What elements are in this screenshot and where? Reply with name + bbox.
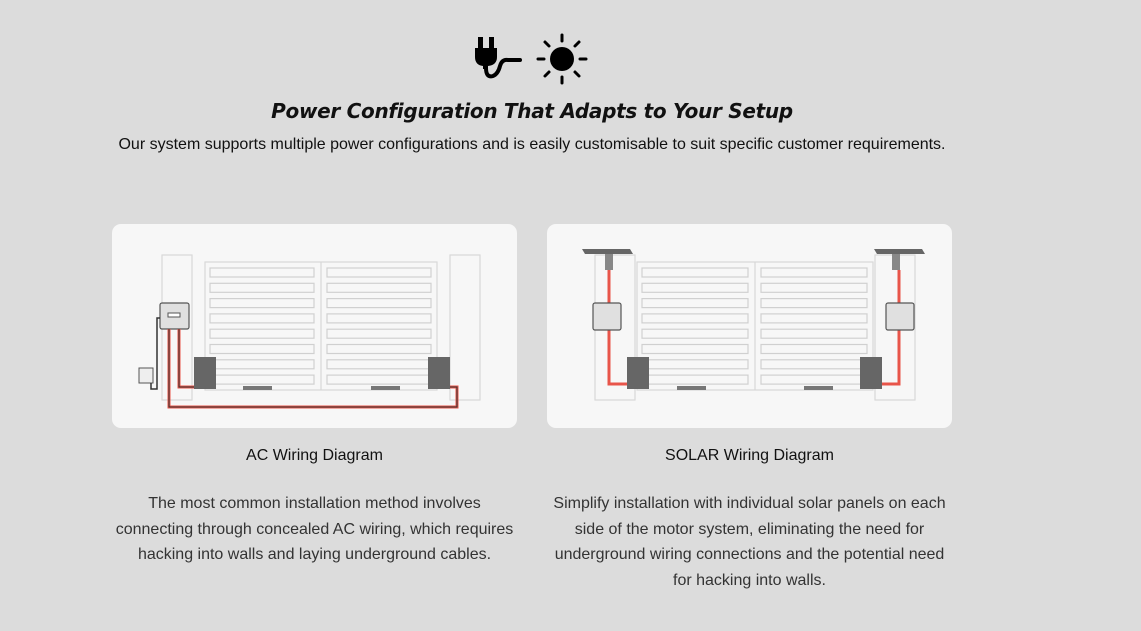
gate-slat	[641, 313, 749, 324]
gate-slat	[326, 374, 432, 385]
solar-description: Simplify installation with individual so…	[553, 495, 946, 589]
gate-slat	[209, 343, 315, 355]
gate-slat	[326, 297, 432, 309]
gate-slat	[641, 374, 749, 385]
gate-slat	[209, 359, 315, 370]
gate-slat	[641, 343, 749, 355]
page-subtitle: Our system supports multiple power confi…	[118, 136, 946, 153]
ac-caption: AC Wiring Diagram	[246, 447, 383, 464]
sun-icon	[536, 33, 588, 85]
gate-slat	[209, 297, 315, 309]
gate-slat	[209, 267, 315, 278]
power-icons	[474, 33, 588, 85]
gate-slat	[760, 328, 868, 339]
ac-wiring-diagram	[112, 224, 517, 428]
gate-slat	[326, 282, 432, 293]
gate-slat	[209, 374, 315, 385]
gate-slat	[760, 359, 868, 370]
solar-caption: SOLAR Wiring Diagram	[665, 447, 834, 464]
gate-slat	[760, 297, 868, 309]
solar-wiring-diagram	[547, 224, 952, 428]
plug-icon	[475, 37, 522, 79]
gate-slat	[326, 328, 432, 339]
gate-slat	[760, 282, 868, 293]
gate-slat	[326, 313, 432, 324]
gate-slat	[760, 313, 868, 324]
page-title: Power Configuration That Adapts to Your …	[271, 99, 793, 123]
gate-slat	[326, 359, 432, 370]
gate-slat	[326, 267, 432, 278]
gate-slat	[209, 282, 315, 293]
gate-slat	[641, 297, 749, 309]
gate-slat	[326, 343, 432, 355]
gate-slat	[760, 267, 868, 278]
gate-slat	[641, 267, 749, 278]
gate-slat	[760, 374, 868, 385]
gate-slat	[209, 328, 315, 339]
gate-slat	[641, 359, 749, 370]
gate-slat	[760, 343, 868, 355]
gate-slat	[641, 328, 749, 339]
ac-description: The most common installation method invo…	[115, 495, 514, 563]
gate-slat	[209, 313, 315, 324]
gate-slat	[641, 282, 749, 293]
